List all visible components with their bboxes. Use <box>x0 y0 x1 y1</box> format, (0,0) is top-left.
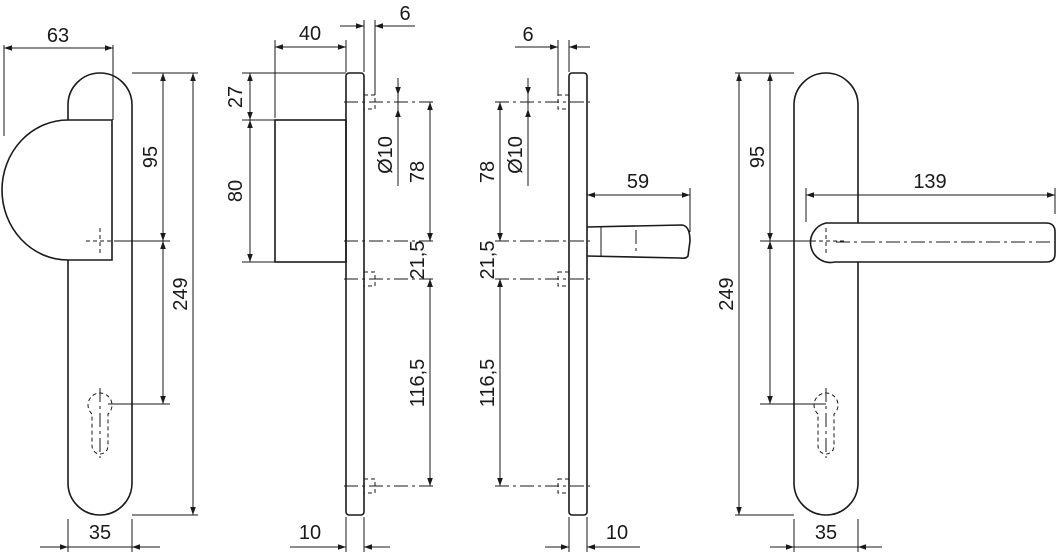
lever-front-plate <box>793 72 859 516</box>
dim-lever-upper-dist-label: 78 <box>477 161 499 183</box>
dim-total-height-label: 249 <box>170 277 192 310</box>
dim-pin-dia-label: Ø10 <box>375 136 397 174</box>
dim-lever-projection-label: 59 <box>627 171 649 193</box>
dim-spindle-dist-label: 21,5 <box>407 241 429 280</box>
dim-lever-center-height-label: 95 <box>747 146 769 168</box>
dim-plate-width-label: 35 <box>89 522 111 544</box>
lever-side-plate <box>568 72 588 516</box>
dim-pin-offset-label: 6 <box>399 3 410 25</box>
knob-body <box>1 119 113 261</box>
dim-lower-dist-label: 116,5 <box>407 359 429 408</box>
dim-lever-spindle-dist-label: 21,5 <box>477 241 499 280</box>
dim-lever-total-height-label: 249 <box>716 277 738 310</box>
knob-side-view: 40 6 27 80 Ø10 78 21,5 116,5 10 <box>225 3 435 552</box>
dim-width-label: 63 <box>47 25 69 47</box>
dim-lever-pin-dia-label: Ø10 <box>505 136 527 174</box>
dim-lever-lower-dist-label: 116,5 <box>477 359 499 408</box>
dim-plate-thickness-label: 10 <box>299 522 321 544</box>
dim-center-height-label: 95 <box>140 146 162 168</box>
dim-rosette-top-label: 27 <box>225 86 247 108</box>
dim-lever-plate-width-label: 35 <box>815 522 837 544</box>
front-plate <box>67 72 133 516</box>
dim-rosette-height-label: 80 <box>225 180 247 202</box>
lever-front-handle <box>809 222 1056 264</box>
knob-front-view: 63 95 249 35 <box>1 25 198 552</box>
lever-side-view: 6 Ø10 78 21,5 116,5 59 10 <box>477 24 691 552</box>
dim-upper-dist-label: 78 <box>407 161 429 183</box>
knob-rosette <box>274 119 347 263</box>
dim-lever-length-label: 139 <box>913 171 946 193</box>
lever-cylinder-hole <box>813 392 839 455</box>
dim-lever-pin-offset-label: 6 <box>522 24 533 46</box>
knob-side-plate <box>345 72 365 516</box>
dim-lever-plate-thickness-label: 10 <box>606 522 628 544</box>
lever-front-view: 95 249 139 35 <box>716 72 1056 552</box>
cylinder-hole <box>87 392 113 455</box>
lever-side-handle <box>586 224 691 260</box>
dim-projection-label: 40 <box>299 23 321 45</box>
